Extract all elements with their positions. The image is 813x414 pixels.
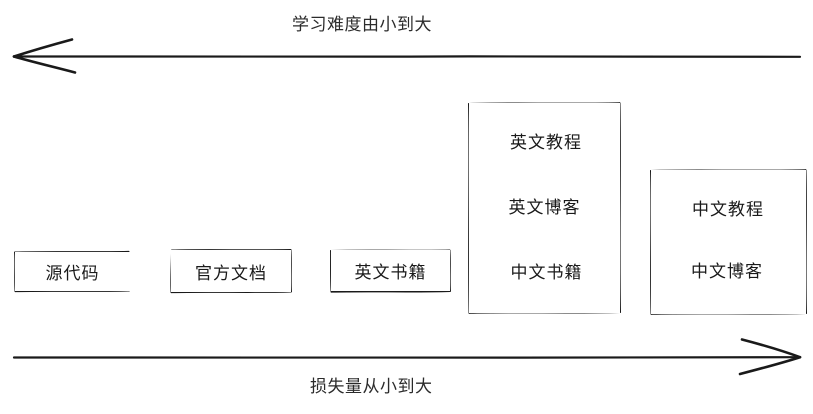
node-english-blog[interactable]: 英文博客: [489, 188, 600, 223]
node-english-tutorial[interactable]: 英文教程: [491, 123, 601, 158]
node-chinese-tutorial[interactable]: 中文教程: [671, 189, 785, 225]
top-axis-label: 学习难度由小到大: [292, 15, 432, 35]
node-official-docs[interactable]: 官方文档: [171, 250, 291, 292]
bottom-axis-label: 损失量从小到大: [310, 377, 433, 397]
node-source-code[interactable]: 源代码: [15, 252, 130, 291]
node-english-books[interactable]: 英文书籍: [331, 250, 450, 291]
node-chinese-blog[interactable]: 中文博客: [670, 251, 784, 288]
node-chinese-books[interactable]: 中文书籍: [491, 252, 602, 288]
top-arrow-icon: [12, 38, 802, 74]
bottom-arrow-icon: [12, 338, 802, 376]
